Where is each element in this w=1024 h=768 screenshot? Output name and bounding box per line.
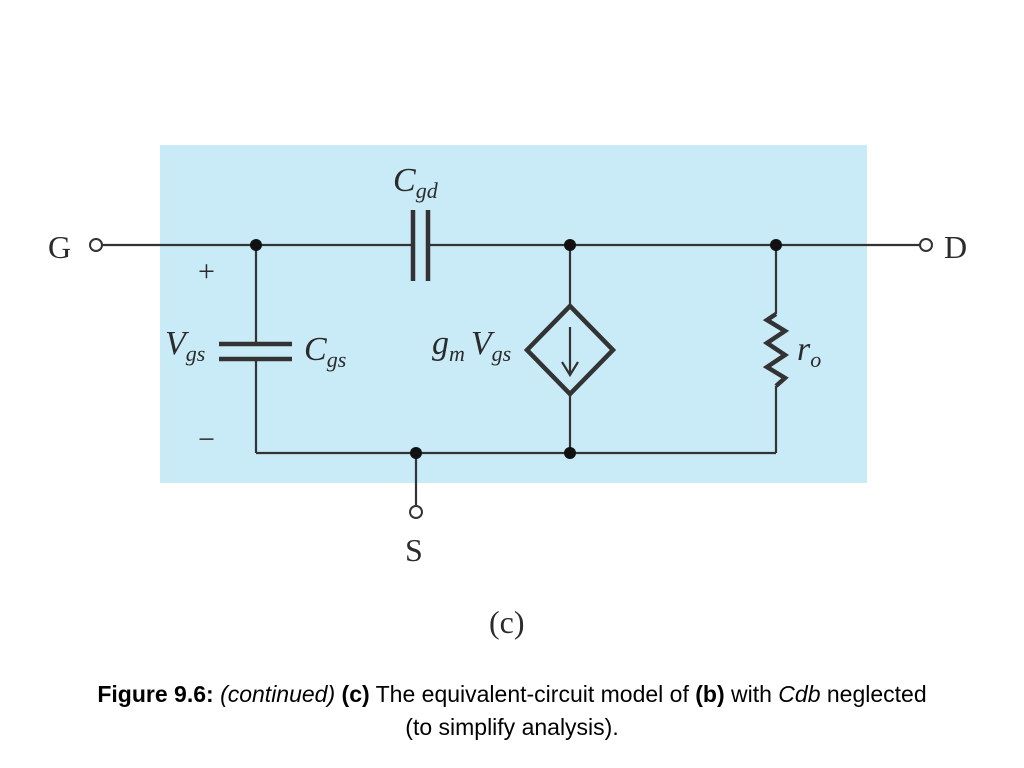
source-label: S xyxy=(405,532,423,568)
wires xyxy=(102,243,920,506)
cgd-capacitor xyxy=(410,210,431,281)
vgs-label: Vgs xyxy=(165,325,205,366)
source-terminal xyxy=(409,505,423,519)
drain-label: D xyxy=(944,229,967,265)
ro-label: ro xyxy=(797,331,821,372)
plus-sign: + xyxy=(198,255,215,288)
caption-part-c: (c) xyxy=(341,681,370,707)
caption-cdb: Cdb xyxy=(778,681,821,707)
caption-part-b: (b) xyxy=(695,681,725,707)
gm-label-sub: m xyxy=(449,341,465,366)
cgs-label-main: C xyxy=(304,331,327,368)
gate-label: G xyxy=(48,229,71,265)
caption-line-1: Figure 9.6: (continued) (c) The equivale… xyxy=(20,678,1004,711)
caption-line-2: (to simplify analysis). xyxy=(405,714,619,740)
gm-v-label-sub: gs xyxy=(492,341,512,366)
minus-sign: − xyxy=(198,423,215,456)
vgs-label-sub: gs xyxy=(186,341,206,366)
cgs-capacitor xyxy=(219,341,292,362)
cgd-label: Cgd xyxy=(393,162,439,203)
cgs-label: Cgs xyxy=(304,331,346,372)
caption-continued: (continued) xyxy=(220,681,336,707)
caption-text-2: with xyxy=(724,681,779,707)
cgs-label-sub: gs xyxy=(327,347,347,372)
ro-label-sub: o xyxy=(810,347,821,372)
caption-text-3: neglected xyxy=(820,681,927,707)
caption-text-1: The equivalent-circuit model of xyxy=(369,681,696,707)
cgd-label-sub: gd xyxy=(416,178,439,203)
diagram-background xyxy=(160,145,867,483)
part-label: (c) xyxy=(489,604,525,640)
figure-caption: Figure 9.6: (continued) (c) The equivale… xyxy=(20,678,1004,744)
caption-figure-label: Figure 9.6: xyxy=(97,681,214,707)
gm-label-main: g xyxy=(432,325,449,362)
ro-resistor xyxy=(762,312,790,388)
cgd-label-main: C xyxy=(393,162,416,199)
dependent-current-source xyxy=(523,302,617,398)
drain-terminal xyxy=(919,238,933,252)
gate-terminal xyxy=(89,238,103,252)
arrow-down-icon xyxy=(561,327,579,378)
junction-nodes xyxy=(250,239,782,459)
ro-label-main: r xyxy=(797,331,811,368)
